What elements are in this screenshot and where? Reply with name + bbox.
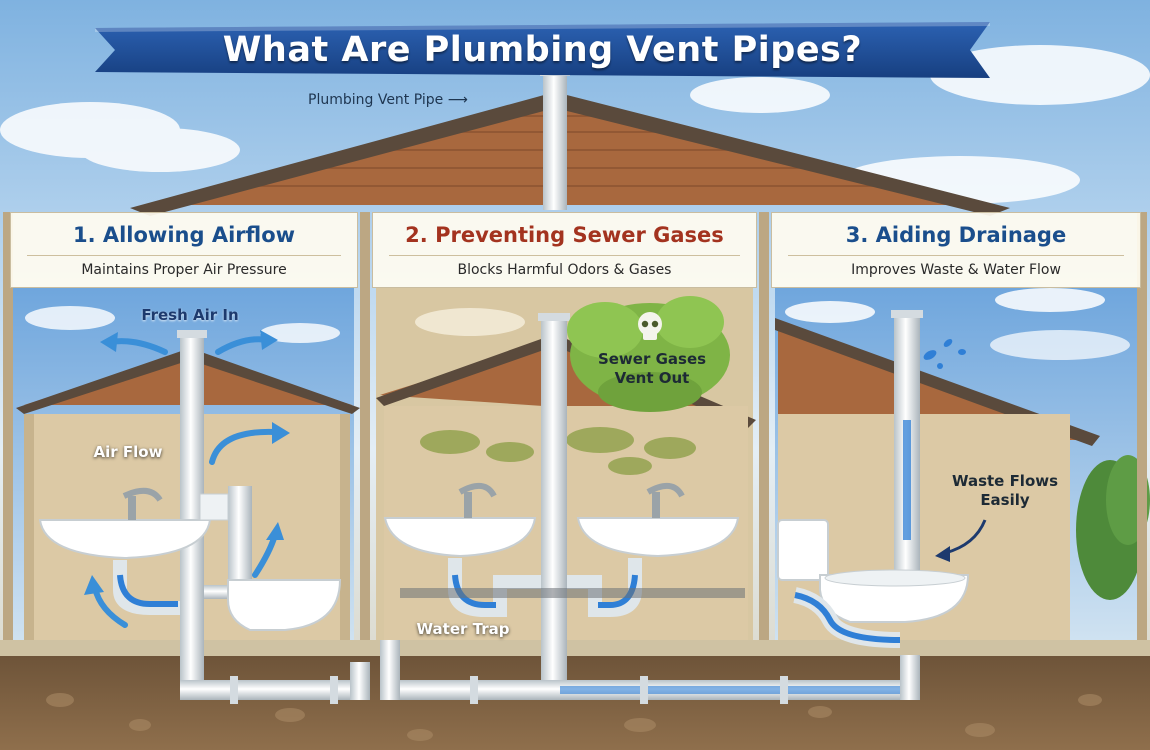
divider <box>389 255 740 256</box>
panel-3-fixtures <box>777 519 970 648</box>
panel-subtitle: Blocks Harmful Odors & Gases <box>457 262 672 278</box>
panel-title: 2. Preventing Sewer Gases <box>405 223 724 247</box>
drain-arrow-icon <box>935 519 987 562</box>
waste-flows-label: Waste Flows Easily <box>951 472 1059 509</box>
panel-title: 3. Aiding Drainage <box>845 223 1067 247</box>
drain-pipes <box>180 640 920 704</box>
skull-icon <box>638 312 662 340</box>
air-flow-label: Air Flow <box>93 443 163 461</box>
panel-2-fixtures <box>383 483 745 617</box>
sewer-gas-cloud <box>567 296 730 412</box>
fresh-air-arrowheads <box>100 330 278 352</box>
gas-stains <box>420 427 696 475</box>
sewer-gases-label: Sewer Gases Vent Out <box>597 350 707 387</box>
panel-1-fixtures <box>38 486 342 631</box>
callout-arrow-icon: ⟶ <box>447 92 468 108</box>
panel-frames <box>3 212 1147 648</box>
panel-title: 1. Allowing Airflow <box>72 223 296 247</box>
panel-subtitle: Improves Waste & Water Flow <box>851 262 1061 278</box>
divider <box>788 255 1124 256</box>
panel-drainage: 3. Aiding Drainage Improves Waste & Wate… <box>771 212 1141 288</box>
vent-pipe-callout: Plumbing Vent Pipe ⟶ <box>308 92 468 108</box>
fresh-air-label: Fresh Air In <box>141 306 239 324</box>
panel-sewer-gases: 2. Preventing Sewer Gases Blocks Harmful… <box>372 212 757 288</box>
panel-subtitle: Maintains Proper Air Pressure <box>81 262 287 278</box>
page-title: What Are Plumbing Vent Pipes? <box>222 30 863 70</box>
panel-airflow: 1. Allowing Airflow Maintains Proper Air… <box>10 212 358 288</box>
title-banner <box>95 22 990 78</box>
water-splash-icon <box>923 339 966 369</box>
main-house <box>130 92 1010 216</box>
air-flow-arrowheads <box>84 422 290 595</box>
divider <box>27 255 341 256</box>
vent-pipe-label: Plumbing Vent Pipe <box>308 92 444 108</box>
water-trap-label: Water Trap <box>416 620 510 638</box>
